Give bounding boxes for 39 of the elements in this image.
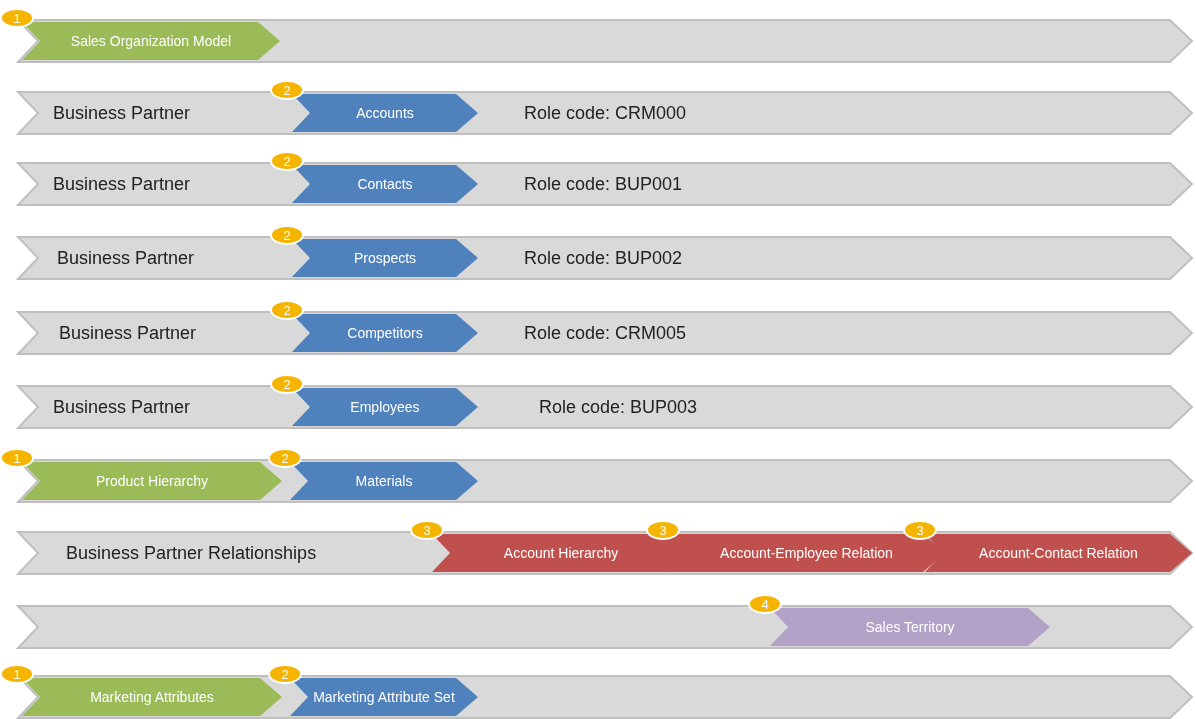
step-label: Account Hierarchy: [502, 543, 620, 563]
band-title: Business Partner Relationships: [66, 541, 317, 565]
step-label: Product Hierarchy: [94, 471, 209, 491]
step-label: Account-Employee Relation: [719, 543, 894, 563]
role-code-text: Role code: CRM005: [524, 321, 687, 345]
step-label: Competitors: [346, 323, 424, 343]
step-label: Prospects: [352, 248, 418, 268]
step-label: Sales Organization Model: [69, 31, 233, 51]
number-badge: 2: [270, 225, 304, 245]
step-label: Account-Contact Relation: [978, 543, 1139, 563]
number-badge: 2: [268, 664, 302, 684]
number-badge: 2: [270, 151, 304, 171]
number-badge: 3: [903, 520, 937, 540]
role-code-text: Role code: BUP003: [539, 395, 698, 419]
number-badge: 2: [270, 80, 304, 100]
band-title: Business Partner: [57, 246, 195, 270]
number-badge: 4: [748, 594, 782, 614]
step-label: Marketing Attributes: [89, 687, 215, 707]
number-badge: 2: [270, 300, 304, 320]
role-code-text: Role code: BUP002: [524, 246, 683, 270]
number-badge: 3: [410, 520, 444, 540]
step-label: Accounts: [355, 103, 415, 123]
step-label: Materials: [354, 471, 414, 491]
band-title: Business Partner: [53, 172, 191, 196]
number-badge: 2: [268, 448, 302, 468]
step-label: Sales Territory: [864, 617, 956, 637]
number-badge: 3: [646, 520, 680, 540]
role-code-text: Role code: CRM000: [524, 101, 687, 125]
band-title: Business Partner: [53, 395, 191, 419]
number-badge: 1: [0, 8, 34, 28]
number-badge: 1: [0, 664, 34, 684]
band-title: Business Partner: [53, 101, 191, 125]
role-code-text: Role code: BUP001: [524, 172, 683, 196]
band-title: Business Partner: [59, 321, 197, 345]
number-badge: 2: [270, 374, 304, 394]
step-label: Employees: [349, 397, 421, 417]
step-label: Contacts: [356, 174, 414, 194]
step-label: Marketing Attribute Set: [312, 687, 456, 707]
number-badge: 1: [0, 448, 34, 468]
